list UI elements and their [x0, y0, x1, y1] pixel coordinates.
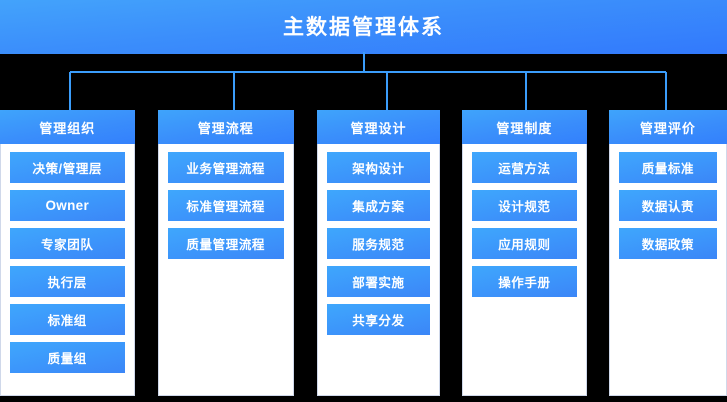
column-strip: 管理组织 决策/管理层 Owner 专家团队 执行层 标准组 质量组 管理流程 …: [0, 110, 727, 402]
list-item[interactable]: 质量标准: [618, 152, 718, 183]
list-item[interactable]: 运营方法: [471, 152, 577, 183]
list-item[interactable]: 执行层: [10, 266, 125, 297]
list-item[interactable]: 部署实施: [326, 266, 430, 297]
diagram-header-banner: 主数据管理体系: [0, 0, 727, 54]
column-body-management-design: 架构设计 集成方案 服务规范 部署实施 共享分发: [316, 144, 440, 396]
list-item[interactable]: 数据政策: [618, 228, 718, 259]
column-management-system[interactable]: 管理制度 运营方法 设计规范 应用规则 操作手册: [461, 110, 587, 396]
list-item[interactable]: 决策/管理层: [10, 152, 125, 183]
list-item[interactable]: 服务规范: [326, 228, 430, 259]
column-body-management-evaluation: 质量标准 数据认责 数据政策: [608, 144, 727, 396]
list-item[interactable]: 专家团队: [10, 228, 125, 259]
list-item[interactable]: 数据认责: [618, 190, 718, 221]
page-title: 主数据管理体系: [283, 15, 444, 39]
tree-connector-lines: [69, 52, 667, 114]
column-header-management-evaluation: 管理评价: [608, 110, 727, 144]
column-body-management-process: 业务管理流程 标准管理流程 质量管理流程: [157, 144, 294, 396]
column-header-management-system: 管理制度: [461, 110, 587, 144]
list-item[interactable]: 标准组: [10, 304, 125, 335]
list-item[interactable]: 设计规范: [471, 190, 577, 221]
column-header-management-process: 管理流程: [157, 110, 294, 144]
list-item[interactable]: 业务管理流程: [167, 152, 284, 183]
list-item[interactable]: Owner: [10, 190, 125, 221]
column-management-design[interactable]: 管理设计 架构设计 集成方案 服务规范 部署实施 共享分发: [316, 110, 440, 396]
column-header-management-design: 管理设计: [316, 110, 440, 144]
column-body-management-system: 运营方法 设计规范 应用规则 操作手册: [461, 144, 587, 396]
column-management-evaluation[interactable]: 管理评价 质量标准 数据认责 数据政策: [608, 110, 727, 396]
column-body-management-organization: 决策/管理层 Owner 专家团队 执行层 标准组 质量组: [0, 144, 135, 396]
list-item[interactable]: 质量管理流程: [167, 228, 284, 259]
list-item[interactable]: 共享分发: [326, 304, 430, 335]
list-item[interactable]: 操作手册: [471, 266, 577, 297]
column-management-organization[interactable]: 管理组织 决策/管理层 Owner 专家团队 执行层 标准组 质量组: [0, 110, 135, 396]
column-management-process[interactable]: 管理流程 业务管理流程 标准管理流程 质量管理流程: [157, 110, 294, 396]
column-header-management-organization: 管理组织: [0, 110, 135, 144]
list-item[interactable]: 架构设计: [326, 152, 430, 183]
list-item[interactable]: 质量组: [10, 342, 125, 373]
list-item[interactable]: 集成方案: [326, 190, 430, 221]
list-item[interactable]: 应用规则: [471, 228, 577, 259]
list-item[interactable]: 标准管理流程: [167, 190, 284, 221]
